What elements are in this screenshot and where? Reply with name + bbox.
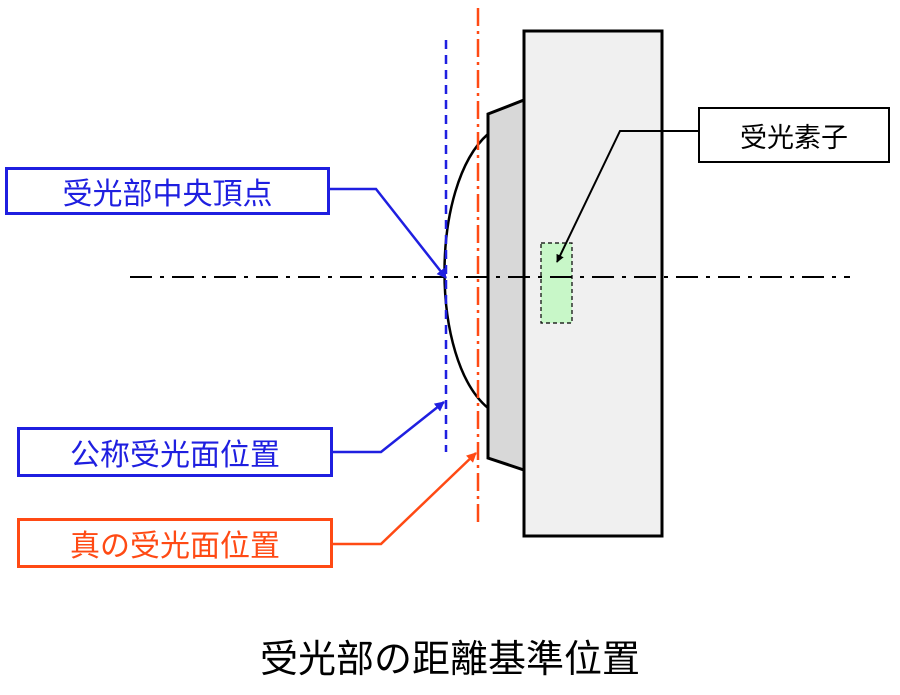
true-surface-label: 真の受光面位置	[17, 518, 333, 568]
diagram-caption: 受光部の距離基準位置	[259, 637, 640, 681]
lens-housing	[486, 97, 526, 473]
lens-curve	[443, 133, 489, 409]
vertex-label: 受光部中央頂点	[5, 167, 330, 215]
nominal-surface-label: 公称受光面位置	[17, 427, 333, 477]
element-leader	[556, 130, 698, 263]
receiving-element	[540, 242, 573, 324]
true-leader	[333, 452, 477, 546]
nominal-leader	[333, 401, 445, 454]
receiving-element-label: 受光素子	[698, 107, 890, 163]
vertex-leader	[330, 187, 447, 279]
